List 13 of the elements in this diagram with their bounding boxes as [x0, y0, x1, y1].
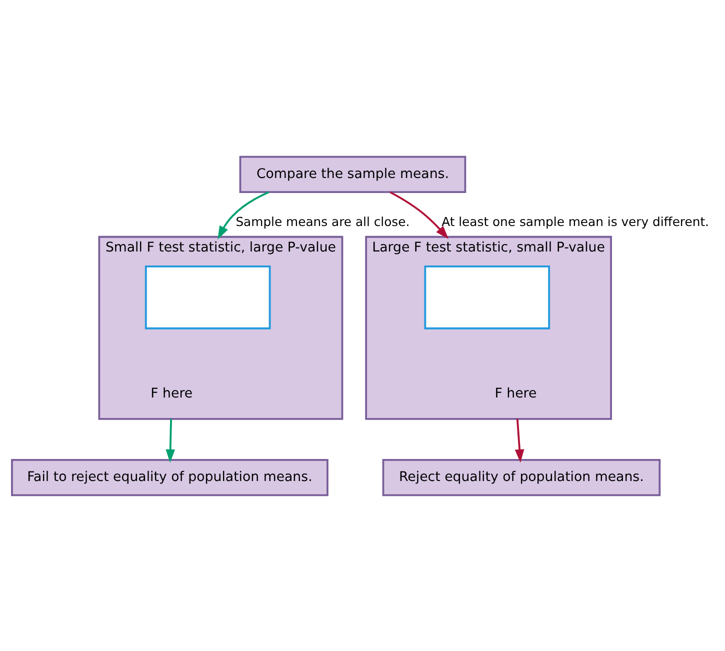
node-box	[144, 264, 271, 329]
node-box	[424, 264, 550, 329]
node-box: Fail to reject equality of population means.	[11, 458, 328, 496]
edge-label: At least one sample mean is very different.	[442, 213, 710, 228]
arrow	[390, 190, 449, 239]
arrow	[218, 190, 270, 239]
node-box: Compare the sample means.	[239, 155, 466, 193]
label: F here	[150, 386, 193, 402]
edge-label: Sample means are all close.	[236, 213, 410, 228]
node-box: Reject equality of population means.	[382, 458, 661, 496]
arrow	[514, 418, 524, 462]
label: F here	[494, 386, 537, 402]
arrow	[166, 418, 176, 462]
